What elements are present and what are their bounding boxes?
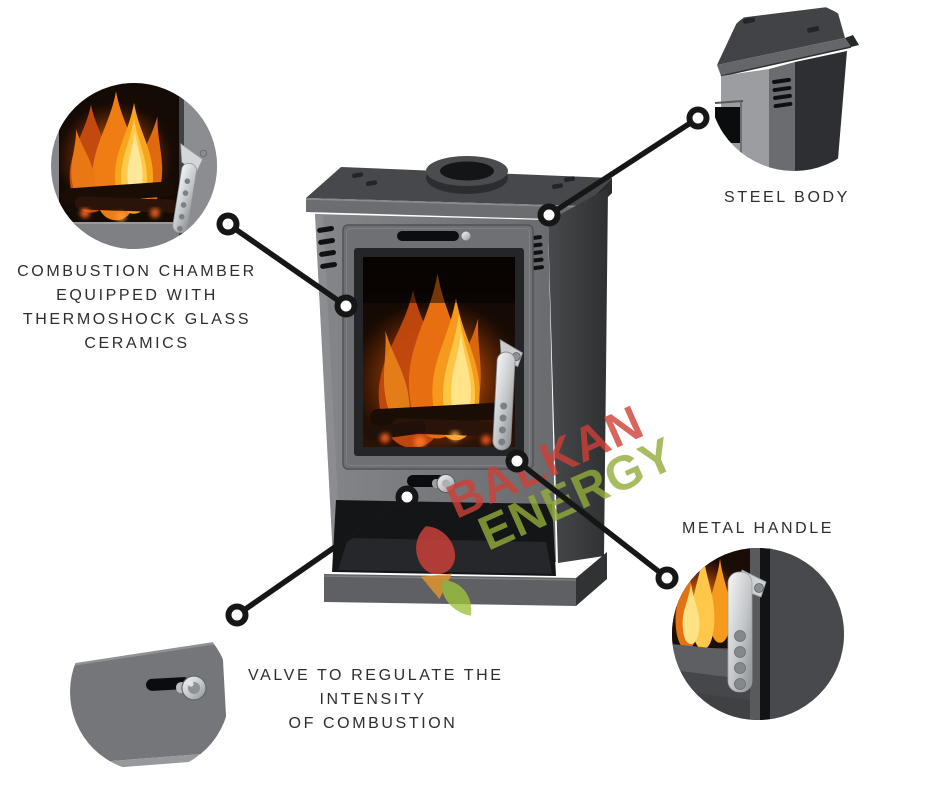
inset-valve-image (70, 612, 230, 772)
label-line: COMBUSTION CHAMBER (17, 263, 257, 280)
inset-combustion-image (51, 83, 217, 249)
secondary-air-slot (397, 231, 459, 241)
label-steel-body: STEEL BODY (687, 186, 887, 210)
flue-collar (426, 156, 508, 194)
logo-drop-shape (416, 526, 456, 575)
glass-frame (354, 248, 524, 456)
handle-hinge-screw (511, 352, 521, 361)
stove-door (342, 224, 534, 470)
label-line: OF COMBUSTION (288, 715, 458, 732)
embers (380, 431, 491, 447)
inset-metal-handle-image (672, 548, 844, 720)
label-combustion-chamber: COMBUSTION CHAMBER EQUIPPED WITH THERMOS… (12, 260, 262, 356)
label-line: INTENSITY (319, 691, 427, 708)
top-plate-tabs (352, 172, 576, 190)
connector-steel-body (547, 115, 700, 218)
label-line: EQUIPPED WITH (56, 287, 218, 304)
logo-watermark: BALKAN ENERGY (388, 393, 701, 630)
vent-slots-right (524, 235, 544, 271)
vent-slots-left (317, 225, 337, 269)
fire-image (363, 257, 515, 447)
fire-logs (364, 403, 510, 441)
label-line: STEEL BODY (724, 189, 850, 206)
inset-steel-body-image (709, 1, 879, 171)
label-metal-handle: METAL HANDLE (658, 517, 858, 541)
stove-top-plate (305, 156, 612, 220)
connector-valve (235, 494, 409, 618)
label-line: VALVE TO REGULATE THE (248, 667, 504, 684)
label-line: THERMOSHOCK GLASS (22, 311, 252, 328)
label-valve: VALVE TO REGULATE THE INTENSITY OF COMBU… (248, 664, 504, 736)
logo-icon (416, 526, 472, 616)
label-line: METAL HANDLE (681, 520, 835, 537)
inset-handle-bar (727, 569, 767, 693)
inset-handle-detail (172, 143, 207, 234)
door-glass (363, 257, 515, 447)
air-slot-screw (460, 230, 472, 242)
logo-leaf-shape (441, 580, 472, 616)
front-edge-highlight (315, 214, 341, 558)
logo-flag-shape (420, 573, 453, 599)
label-line: CERAMICS (84, 335, 190, 352)
door-handle (492, 338, 523, 451)
